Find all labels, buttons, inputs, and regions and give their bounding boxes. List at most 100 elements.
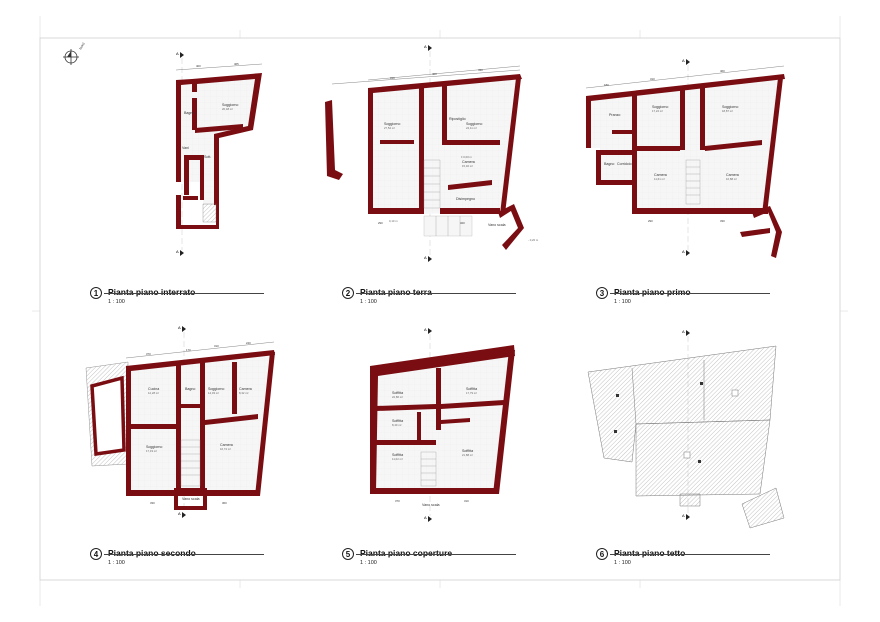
svg-text:± 0,00 m: ± 0,00 m [461,155,473,159]
plan-name: Pianta piano primo [614,287,691,297]
svg-text:A: A [424,255,427,260]
svg-text:370: 370 [146,352,151,356]
svg-text:Soffitta: Soffitta [462,449,473,453]
svg-text:A: A [424,44,427,49]
plan-scale: 1 : 100 [108,299,125,305]
plan-number: 2 [342,287,354,299]
north-label: Nord [78,42,85,51]
section-marker: A [682,249,690,256]
svg-text:310: 310 [650,77,655,81]
section-marker: A [424,515,432,522]
svg-text:465: 465 [234,62,239,66]
svg-text:A: A [682,329,685,334]
svg-text:Vani: Vani [182,146,189,150]
svg-text:400: 400 [432,72,437,76]
plan-title-2: 2 Pianta piano terra 1 : 100 [342,287,432,306]
svg-text:Camera: Camera [654,173,667,177]
svg-text:A: A [424,327,427,332]
section-marker: A [424,44,432,51]
svg-text:Camera: Camera [726,173,739,177]
svg-text:27,52 m²: 27,52 m² [384,126,395,130]
svg-text:170: 170 [186,348,191,352]
svg-text:11,02 m²: 11,02 m² [392,457,403,461]
section-marker: A [176,51,184,58]
svg-text:330: 330 [150,501,155,505]
svg-text:17,22 m²: 17,22 m² [652,109,663,113]
svg-text:A: A [176,249,179,254]
svg-text:Cucina: Cucina [148,387,159,391]
svg-text:16,88 m²: 16,88 m² [726,177,737,181]
plan-name: Pianta piano coperture [360,548,453,558]
plan-drawing-4: A A [85,325,275,518]
section-marker: A [682,58,690,65]
title-rule [104,293,264,294]
svg-text:18,87 m²: 18,87 m² [722,109,733,113]
plan-drawing-2: A A [325,44,539,262]
svg-text:Ripostiglio: Ripostiglio [449,117,466,121]
svg-text:180: 180 [604,83,609,87]
svg-text:Soffitta: Soffitta [392,419,403,423]
plan-title-1: 1 Pianta piano interrato 1 : 100 [90,287,195,306]
plan-scale: 1 : 100 [108,560,125,566]
svg-text:Soggiorno: Soggiorno [652,105,668,109]
svg-text:Bagno: Bagno [604,162,614,166]
svg-text:8,40 m²: 8,40 m² [392,423,402,427]
svg-text:Sott.: Sott. [204,155,211,159]
plan-scale: 1 : 100 [360,299,377,305]
svg-text:400: 400 [196,64,201,68]
svg-text:12,28 m²: 12,28 m² [148,391,159,395]
svg-text:430: 430 [478,68,483,72]
svg-text:330: 330 [720,219,725,223]
svg-text:Soggiorno: Soggiorno [384,122,400,126]
plan-title-4: 4 Pianta piano secondo 1 : 100 [90,548,196,567]
svg-text:14,03 m²: 14,03 m² [208,391,219,395]
north-arrow-icon [63,49,79,65]
svg-text:320: 320 [460,221,465,225]
svg-text:A: A [424,515,427,520]
svg-text:Soffitta: Soffitta [466,387,477,391]
svg-text:Soggiorno: Soggiorno [208,387,224,391]
svg-text:Camera: Camera [239,387,252,391]
svg-text:A: A [178,511,181,516]
svg-text:Vano scala: Vano scala [488,223,506,227]
svg-text:A: A [682,249,685,254]
svg-text:Soggiorno: Soggiorno [146,445,162,449]
svg-text:24,11 m²: 24,11 m² [466,126,477,130]
svg-text:Bagno: Bagno [185,387,195,391]
svg-text:Soggiorno: Soggiorno [466,122,482,126]
svg-text:A: A [178,325,181,330]
svg-text:Corridoio: Corridoio [617,162,632,166]
svg-text:Vano scala: Vano scala [422,503,440,507]
svg-text:17,79 m²: 17,79 m² [466,391,477,395]
svg-text:22,86 m²: 22,86 m² [392,395,403,399]
plan-number: 6 [596,548,608,560]
section-marker: A [178,325,186,332]
plan-name: Pianta piano secondo [108,548,196,558]
svg-text:0,10 m: 0,10 m [389,219,398,223]
svg-text:Camera: Camera [462,160,475,164]
svg-text:310: 310 [464,499,469,503]
svg-text:16,72 m²: 16,72 m² [220,447,231,451]
svg-text:Bagno: Bagno [184,111,194,115]
svg-text:Vano scala: Vano scala [182,497,200,501]
plan-name: Pianta piano interrato [108,287,196,297]
svg-text:Camera: Camera [220,443,233,447]
title-rule [610,554,770,555]
svg-text:Soffitta: Soffitta [392,453,403,457]
title-rule [610,293,770,294]
plan-number: 4 [90,548,102,560]
svg-text:360: 360 [222,501,227,505]
plan-name: Pianta piano terra [360,287,432,297]
plan-number: 1 [90,287,102,299]
title-rule [356,554,516,555]
svg-text:A: A [176,51,179,56]
plan-scale: 1 : 100 [614,560,631,566]
svg-text:20,48 m²: 20,48 m² [222,107,233,111]
svg-text:290: 290 [648,219,653,223]
